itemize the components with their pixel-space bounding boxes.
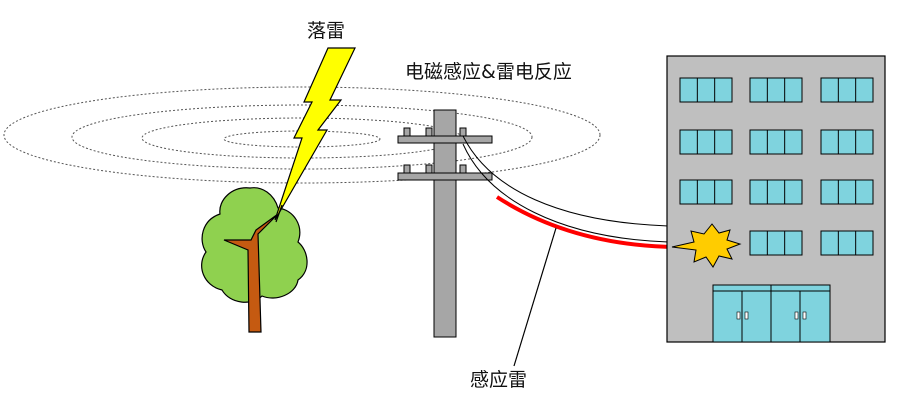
window <box>679 129 733 155</box>
window <box>749 230 803 256</box>
induced-surge-arrow <box>495 195 684 255</box>
lightning-strike-label: 落雷 <box>307 20 346 42</box>
window <box>820 77 874 103</box>
window <box>820 129 874 155</box>
window <box>749 129 803 155</box>
utility-pole <box>397 109 493 338</box>
induced-lightning-label: 感应雷 <box>470 369 528 391</box>
window <box>679 77 733 103</box>
spark-burst-icon <box>671 223 742 268</box>
power-line-lower <box>462 143 669 243</box>
power-line-upper <box>462 135 669 227</box>
tree <box>201 187 308 333</box>
window <box>820 179 874 205</box>
em-ring-outer <box>3 86 601 184</box>
building <box>666 55 886 343</box>
em-induction-label: 电磁感应&雷电反应 <box>405 61 572 83</box>
window <box>820 230 874 256</box>
crossarm-upper <box>397 135 493 144</box>
lightning-bolt-icon <box>274 47 356 223</box>
window <box>749 77 803 103</box>
window <box>679 179 733 205</box>
building-windows <box>679 77 874 256</box>
building-entrance <box>712 284 831 343</box>
crossarm-lower <box>397 172 493 181</box>
pole-shaft <box>433 109 457 338</box>
window <box>749 179 803 205</box>
power-lines <box>462 135 669 243</box>
induced-lightning-callout <box>513 227 557 367</box>
tree-trunk <box>223 213 279 333</box>
